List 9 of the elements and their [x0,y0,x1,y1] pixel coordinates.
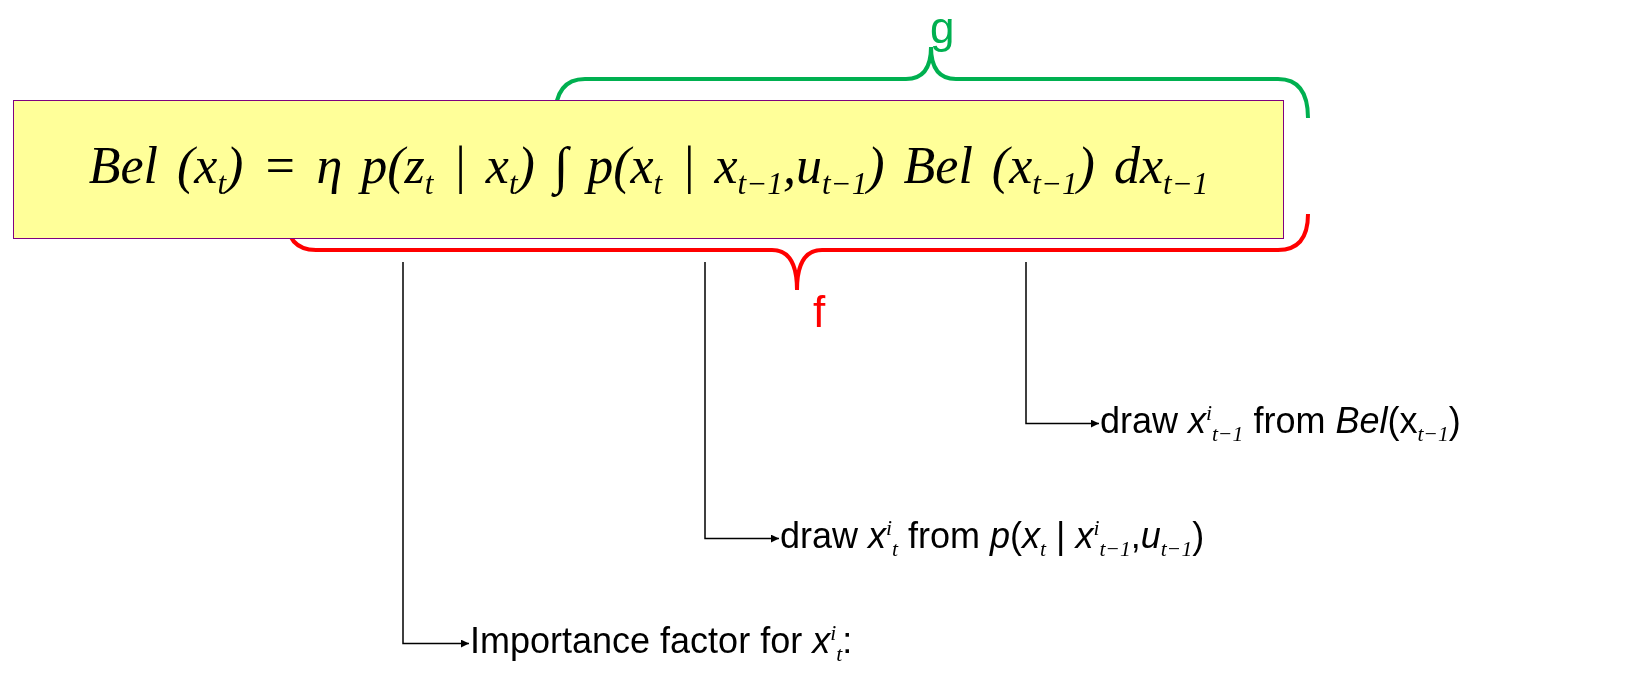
annotation-text: Importance factor for x$^{i}$$_{t}$: [470,620,853,668]
annotation-text: draw x$^{i}$$_{t−1}$ from Bel(x$_{t−1}$) [1100,400,1461,448]
brace-label: g [930,6,955,50]
leader-arrow [402,261,470,648]
leader-arrow [1025,261,1100,428]
annotation-text: draw x$^{i}$$_{t}$ from p(x$_{t}$ | x$^{i}$$_{t−1}$,u$_{t−1}$) [780,515,1205,563]
leader-arrow [704,261,780,543]
equation-box: Bel (x$_{t}$) = η p(z$_{t}$ | x$_{t}$) ∫ p(x$_{t}$ | x$_{t−1}$,u$_{t−1}$) Bel (x$_{t−1}$) dx$_{t−1}$ [13,100,1284,239]
brace-label: f [813,290,826,334]
